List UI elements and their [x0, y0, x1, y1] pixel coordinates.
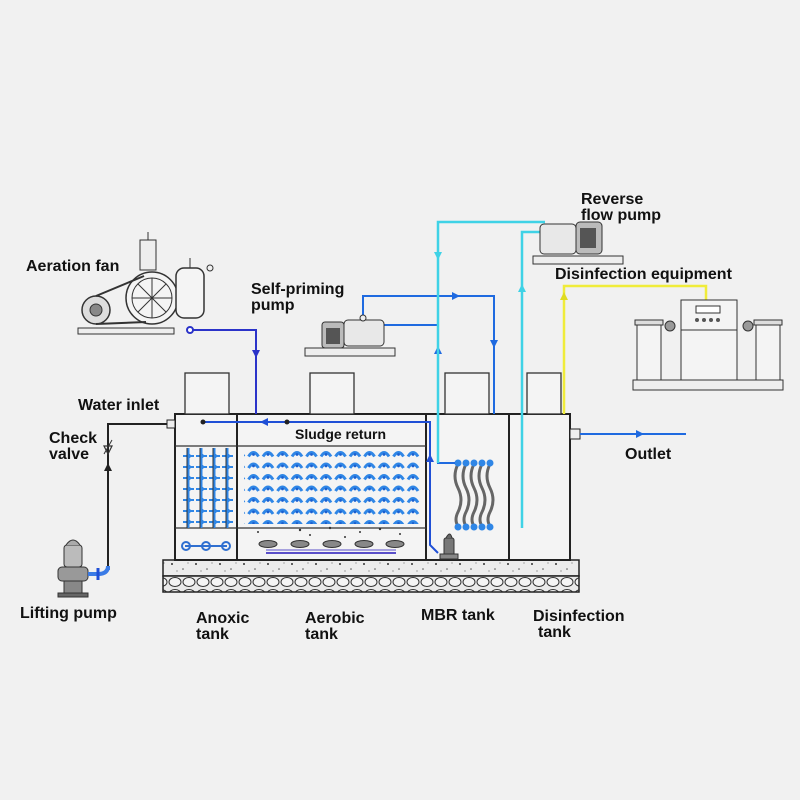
label-disinfection-tank-2: tank	[538, 624, 571, 641]
label-water-inlet: Water inlet	[78, 397, 160, 414]
manhole-mbr	[444, 372, 490, 415]
reverse-flow-pump-icon	[532, 221, 624, 265]
aeration-diffusers	[257, 526, 405, 554]
aerobic-bio-media	[244, 448, 420, 524]
label-self-priming-pump-1: Self-priming	[251, 281, 344, 298]
label-anoxic-tank-2: tank	[196, 626, 229, 643]
sludge-return-line	[200, 418, 439, 554]
label-reverse-flow-pump-2: flow pump	[581, 207, 661, 224]
manhole-aerobic	[309, 372, 355, 415]
mbr-membrane-modules	[453, 459, 495, 531]
lifting-pump-icon	[57, 539, 110, 598]
self-priming-pump-icon	[304, 314, 396, 357]
tank-body	[174, 372, 571, 561]
reverse-flow-line	[434, 220, 545, 528]
label-check-valve-2: valve	[49, 446, 89, 463]
sludge-return-pump	[439, 533, 459, 560]
label-aeration-fan: Aeration fan	[26, 258, 119, 275]
label-self-priming-pump-2: pump	[251, 297, 295, 314]
manhole-disinfection	[526, 372, 562, 415]
anoxic-bio-media	[181, 448, 233, 551]
label-mbr-tank: MBR tank	[421, 607, 495, 624]
label-lifting-pump: Lifting pump	[20, 605, 117, 622]
label-disinfection-tank-1: Disinfection	[533, 608, 625, 625]
label-anoxic-tank-1: Anoxic	[196, 610, 249, 627]
label-sludge-return: Sludge return	[295, 426, 386, 442]
air-supply-line	[192, 329, 260, 414]
label-aerobic-tank-1: Aerobic	[305, 610, 365, 627]
check-valve-icon	[103, 439, 113, 456]
label-disinfection-equipment: Disinfection equipment	[555, 266, 733, 283]
disinfectant-dosing-line	[560, 284, 708, 414]
label-reverse-flow-pump-1: Reverse	[581, 191, 643, 208]
inlet-pipe	[104, 419, 176, 570]
label-aerobic-tank-2: tank	[305, 626, 338, 643]
label-outlet: Outlet	[625, 446, 672, 463]
foundation	[162, 559, 580, 593]
manhole-anoxic	[184, 372, 230, 415]
outlet-pipe	[569, 428, 686, 440]
label-check-valve-1: Check	[49, 430, 97, 447]
aeration-fan-icon	[77, 232, 214, 335]
disinfection-equipment-icon	[632, 299, 784, 391]
